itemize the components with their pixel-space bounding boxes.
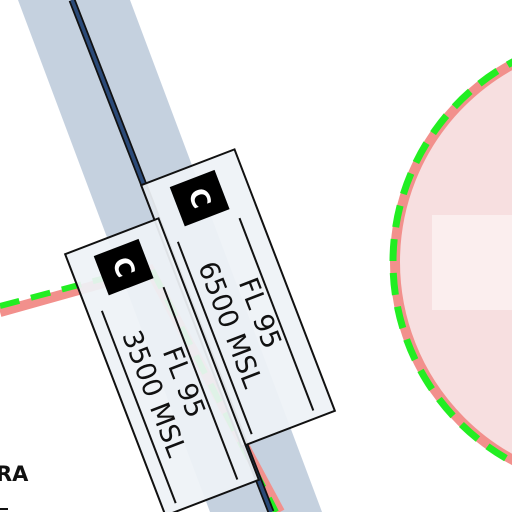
class-c-badge bbox=[93, 238, 154, 296]
place-name-label: RA bbox=[0, 462, 29, 486]
class-c-badge bbox=[169, 169, 230, 227]
label-top-bar bbox=[162, 286, 239, 480]
label-bottom-bar bbox=[176, 241, 253, 435]
label-bottom-bar bbox=[100, 310, 177, 504]
label-top-bar bbox=[238, 217, 315, 411]
airspace-inner-label-bg bbox=[432, 215, 512, 310]
airspace-label-class-c-6500[interactable]: C FL 95 6500 MSL bbox=[139, 148, 337, 448]
